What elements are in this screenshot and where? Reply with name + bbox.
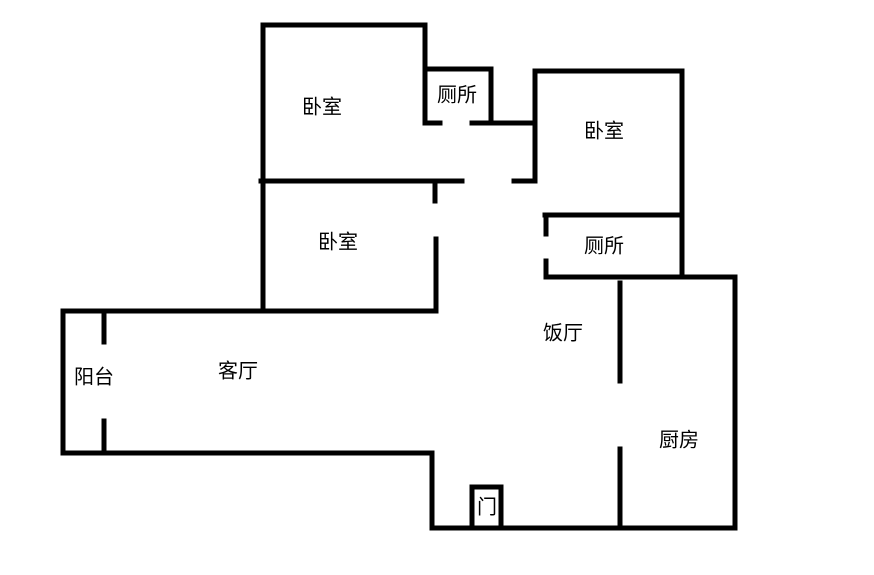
label-entrance-door: 门 <box>477 495 497 519</box>
label-dining-room: 饭厅 <box>543 321 583 345</box>
label-living-room: 客厅 <box>218 359 258 383</box>
label-toilet-top: 厕所 <box>437 83 477 107</box>
label-bedroom-top: 卧室 <box>302 95 342 119</box>
label-balcony: 阳台 <box>74 365 114 389</box>
label-bedroom-right: 卧室 <box>584 119 624 143</box>
room-labels: 卧室 厕所 卧室 卧室 厕所 饭厅 客厅 阳台 厨房 门 <box>74 83 699 519</box>
label-bedroom-middle: 卧室 <box>318 230 358 254</box>
wall-toilet-right-bottom <box>60 258 738 531</box>
wall-bedroom-right <box>511 68 685 280</box>
wall-toilet-top <box>422 66 494 126</box>
label-toilet-right: 厕所 <box>584 234 624 258</box>
wall-bedroom-middle-right <box>60 236 439 314</box>
wall-bedroom-top <box>260 22 428 313</box>
label-kitchen: 厨房 <box>659 428 699 452</box>
entrance-door-frame <box>469 484 504 531</box>
walls <box>60 22 738 531</box>
